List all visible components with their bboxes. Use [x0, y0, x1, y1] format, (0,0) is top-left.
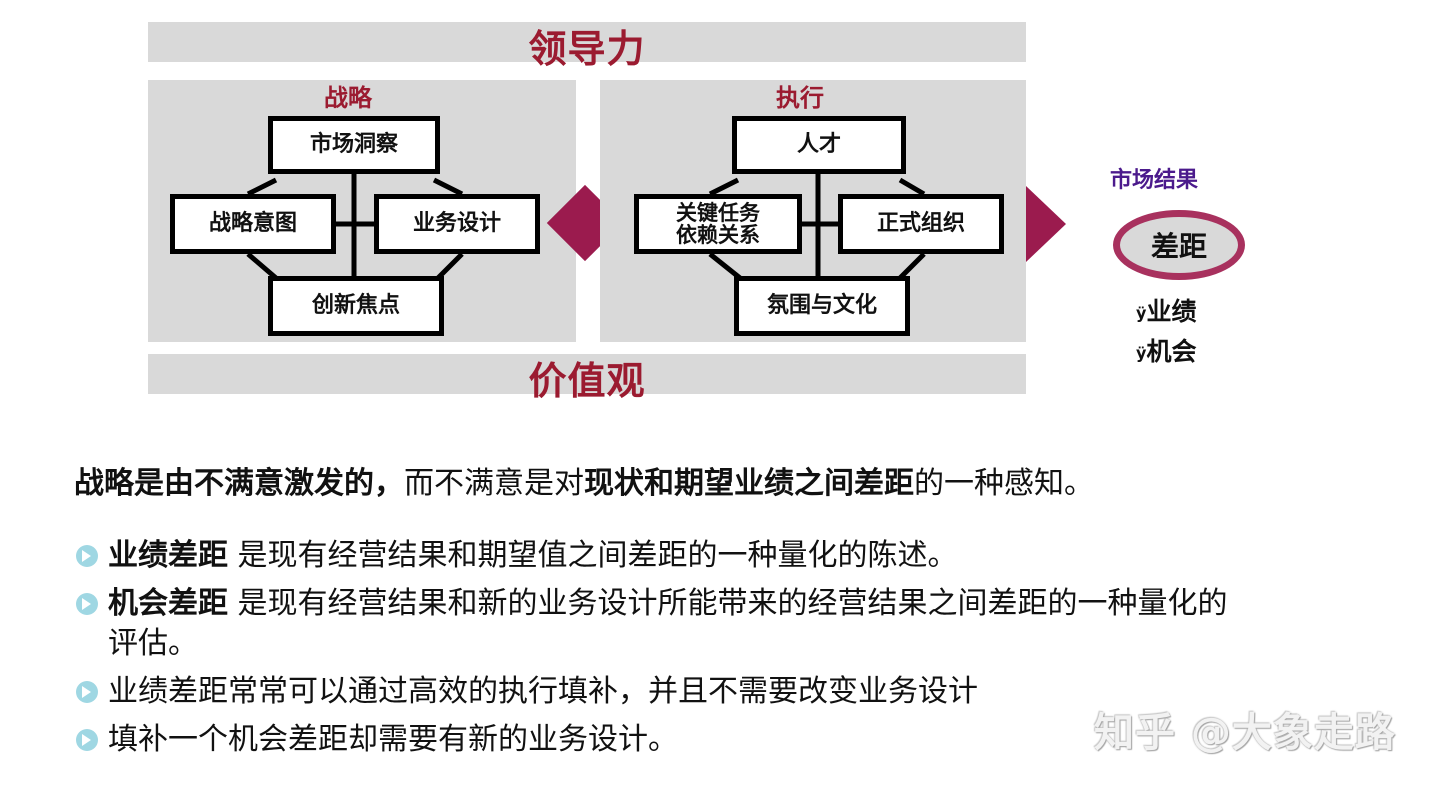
talent-box: 人才 [732, 116, 906, 174]
arrow-to-market-results [1026, 186, 1066, 262]
arrow-bullet-icon [76, 545, 98, 567]
list-marker: ÿ [1136, 303, 1147, 323]
execution-title: 执行 [776, 84, 824, 112]
execution-panel: 执行 人才 关键任务 依赖关系 正式组织 氛围与文化 [600, 80, 1026, 342]
list-marker: ÿ [1136, 343, 1147, 363]
arrow-bullet-icon [76, 593, 98, 615]
list-item: 业绩差距 是现有经营结果和期望值之间差距的一种量化的陈述。 [76, 536, 1236, 576]
intro-text-1: 而不满意是对 [404, 466, 584, 501]
intro-bold-1: 战略是由不满意激发的， [74, 466, 404, 501]
critical-tasks-line1: 关键任务 [676, 201, 760, 225]
market-results-title: 市场结果 [1110, 168, 1199, 193]
bullet-text: 是现有经营结果和新的业务设计所能带来的经营结果之间差距的一种量化的评估。 [108, 586, 1228, 661]
leadership-band: 领导力 [148, 22, 1026, 71]
list-item: 填补一个机会差距却需要有新的业务设计。 [76, 720, 1236, 760]
strategic-intent-box: 战略意图 [170, 194, 336, 254]
gap-oval: 差距 [1113, 210, 1245, 280]
strategy-panel: 战略 市场洞察 战略意图 业务设计 创新焦点 [148, 80, 576, 342]
values-band: 价值观 [148, 354, 1026, 403]
intro-text-2: 的一种感知。 [914, 466, 1094, 501]
bullet-bold: 业绩差距 [108, 538, 228, 573]
list-item: 机会差距 是现有经营结果和新的业务设计所能带来的经营结果之间差距的一种量化的评估… [76, 584, 1236, 664]
opportunity-label: 机会 [1146, 337, 1197, 366]
strategy-title: 战略 [324, 84, 372, 112]
critical-tasks-box: 关键任务 依赖关系 [634, 194, 802, 254]
opportunity-gap-item: ÿ机会 [1136, 332, 1196, 368]
list-item: 业绩差距常常可以通过高效的执行填补，并且不需要改变业务设计 [76, 672, 1236, 712]
intro-bold-2: 现状和期望业绩之间差距 [584, 466, 914, 501]
business-design-box: 业务设计 [374, 194, 540, 254]
bullet-text: 业绩差距常常可以通过高效的执行填补，并且不需要改变业务设计 [108, 674, 978, 709]
values-title: 价值观 [528, 359, 646, 403]
watermark: 知乎 @大象走路 [1094, 710, 1396, 756]
bullet-text: 是现有经营结果和期望值之间差距的一种量化的陈述。 [228, 538, 958, 573]
bullet-list: 业绩差距 是现有经营结果和期望值之间差距的一种量化的陈述。 机会差距 是现有经营… [76, 536, 1236, 768]
critical-tasks-line2: 依赖关系 [676, 223, 760, 247]
arrow-bullet-icon [76, 729, 98, 751]
formal-organization-box: 正式组织 [838, 194, 1004, 254]
performance-gap-item: ÿ业绩 [1136, 292, 1196, 328]
intro-sentence: 战略是由不满意激发的，而不满意是对现状和期望业绩之间差距的一种感知。 [74, 458, 1094, 502]
market-insight-box: 市场洞察 [268, 116, 440, 174]
innovation-focus-box: 创新焦点 [268, 276, 444, 336]
strategy-connector-lines [246, 170, 464, 280]
bullet-text: 填补一个机会差距却需要有新的业务设计。 [108, 722, 678, 757]
leadership-title: 领导力 [528, 27, 646, 71]
bullet-bold: 机会差距 [108, 586, 228, 621]
execution-connector-lines [708, 170, 926, 280]
gap-label: 差距 [1150, 230, 1207, 263]
performance-label: 业绩 [1146, 297, 1197, 326]
climate-culture-box: 氛围与文化 [734, 276, 910, 336]
arrow-bullet-icon [76, 681, 98, 703]
